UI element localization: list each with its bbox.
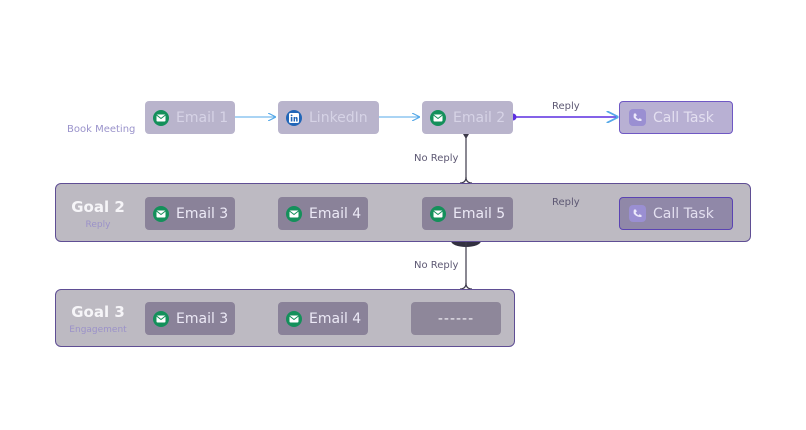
- mail-icon: [430, 109, 446, 126]
- call-task-icon: [629, 109, 646, 126]
- call-task-row1[interactable]: Call Task: [619, 101, 733, 134]
- step-email-2[interactable]: Email 2: [422, 101, 513, 134]
- no-reply-label-2: No Reply: [414, 260, 459, 271]
- goal-2-title: Goal 2: [71, 198, 125, 216]
- step-email-3[interactable]: Email 3: [145, 197, 235, 230]
- step-g3-email-4[interactable]: Email 4: [278, 302, 368, 335]
- book-meeting-label: Book Meeting: [67, 124, 136, 135]
- step-label: Email 4: [309, 205, 362, 222]
- step-email-4[interactable]: Email 4: [278, 197, 368, 230]
- empty-step-placeholder[interactable]: ------: [411, 302, 501, 335]
- reply-label-row2: Reply: [552, 197, 580, 208]
- mail-icon: [286, 205, 302, 222]
- no-reply-connector-1: [459, 134, 467, 184]
- step-linkedin[interactable]: LinkedIn: [278, 101, 379, 134]
- step-g3-email-3[interactable]: Email 3: [145, 302, 235, 335]
- mail-icon: [430, 205, 446, 222]
- step-label: Email 3: [176, 205, 229, 222]
- mail-icon: [153, 205, 169, 222]
- goal-3-subtitle: Engagement: [69, 325, 127, 335]
- step-label: Email 3: [176, 310, 229, 327]
- call-task-row2[interactable]: Call Task: [619, 197, 733, 230]
- goal-3-title: Goal 3: [71, 303, 125, 321]
- step-label: Email 1: [176, 109, 229, 126]
- reply-label-row1: Reply: [552, 101, 580, 112]
- no-reply-triangle-1: [463, 134, 469, 139]
- mail-icon: [153, 310, 169, 327]
- step-label: LinkedIn: [309, 109, 368, 126]
- step-email-1[interactable]: Email 1: [145, 101, 235, 134]
- mail-icon: [153, 109, 169, 126]
- step-label: Email 5: [453, 205, 506, 222]
- step-label: Email 2: [453, 109, 506, 126]
- goal-2-subtitle: Reply: [85, 220, 111, 230]
- step-label: Email 4: [309, 310, 362, 327]
- call-task-icon: [629, 205, 646, 222]
- linkedin-icon: [286, 109, 302, 126]
- step-email-5[interactable]: Email 5: [422, 197, 513, 230]
- no-reply-label-1: No Reply: [414, 153, 459, 164]
- call-task-label: Call Task: [653, 109, 714, 126]
- mail-icon: [286, 310, 302, 327]
- call-task-label: Call Task: [653, 205, 714, 222]
